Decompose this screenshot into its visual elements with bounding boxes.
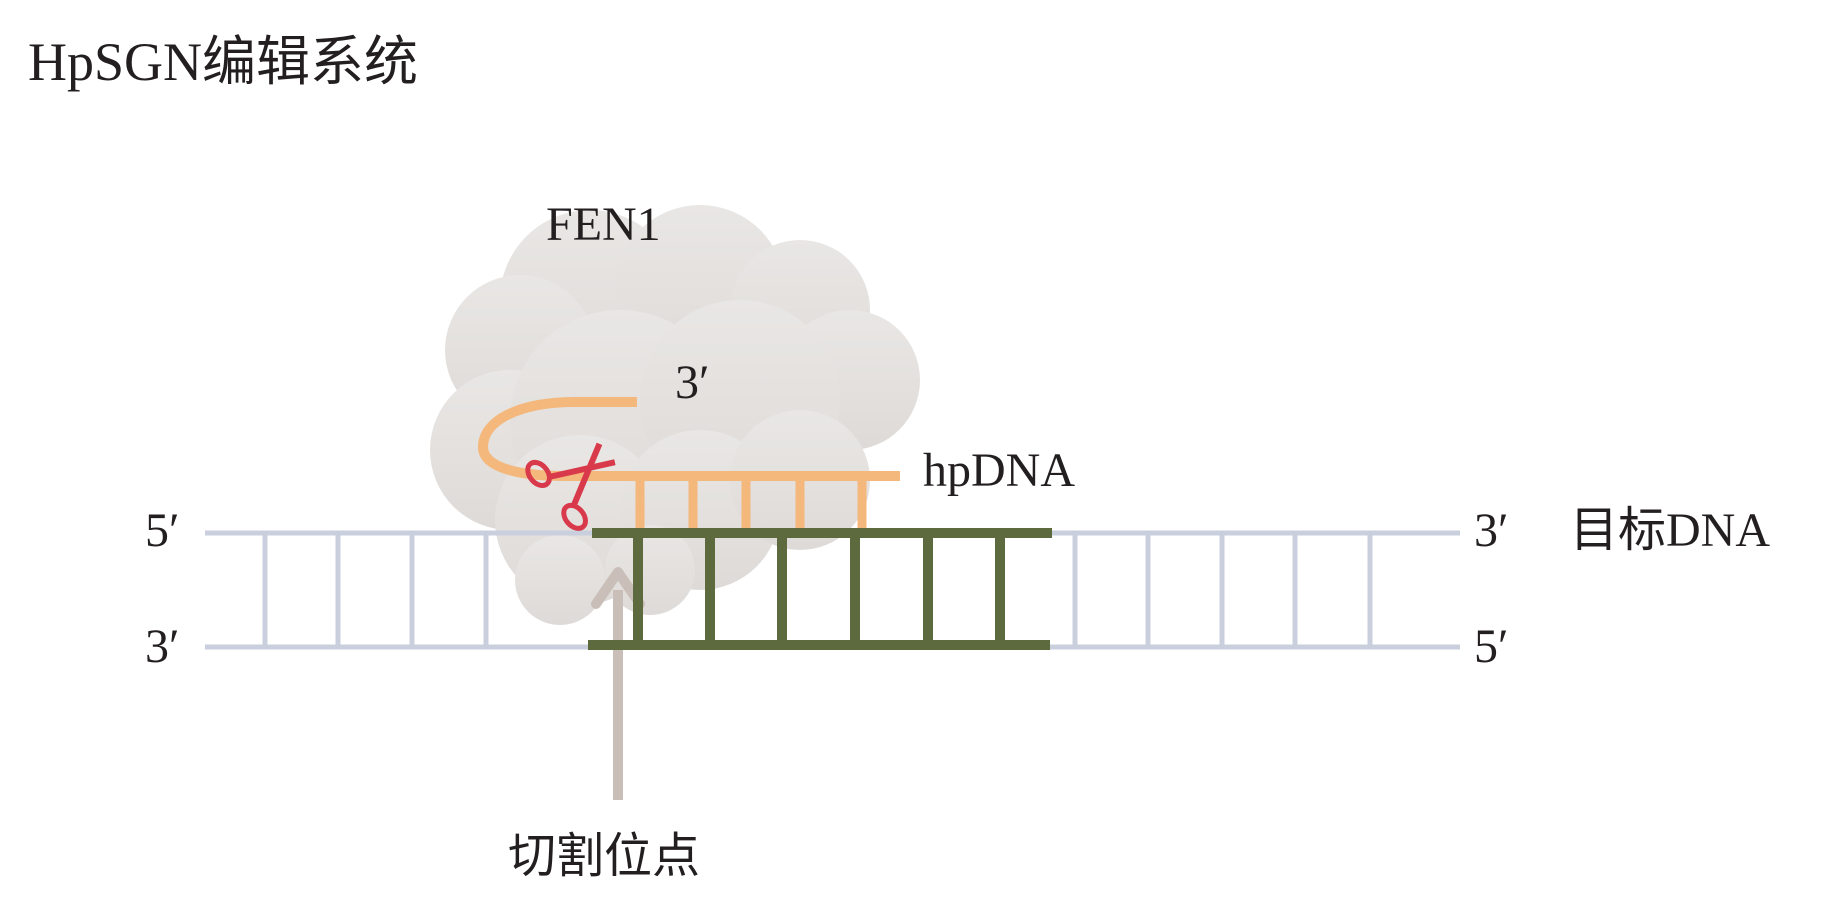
diagram-title: HpSGN编辑系统 <box>28 32 418 92</box>
bound-dna-region <box>588 528 1052 650</box>
top-left-end-label: 5′ <box>145 504 180 557</box>
bottom-left-end-label: 3′ <box>145 620 180 673</box>
bound-rungs <box>633 533 1005 645</box>
bottom-right-end-label: 5′ <box>1474 620 1509 673</box>
fen1-label: FEN1 <box>546 198 661 251</box>
hpdna-3prime-label: 3′ <box>675 356 710 409</box>
cut-site-label: 切割位点 <box>508 830 700 883</box>
target-dna-label: 目标DNA <box>1570 504 1770 557</box>
target-dna-rungs <box>262 533 1373 647</box>
hpdna-strand <box>477 397 900 528</box>
scissors-icon <box>525 442 616 531</box>
hpdna-label: hpDNA <box>923 444 1075 497</box>
hpdna-rungs <box>635 476 867 528</box>
arrow-up-icon <box>591 567 645 800</box>
target-dna <box>205 530 1460 650</box>
top-right-end-label: 3′ <box>1474 504 1509 557</box>
